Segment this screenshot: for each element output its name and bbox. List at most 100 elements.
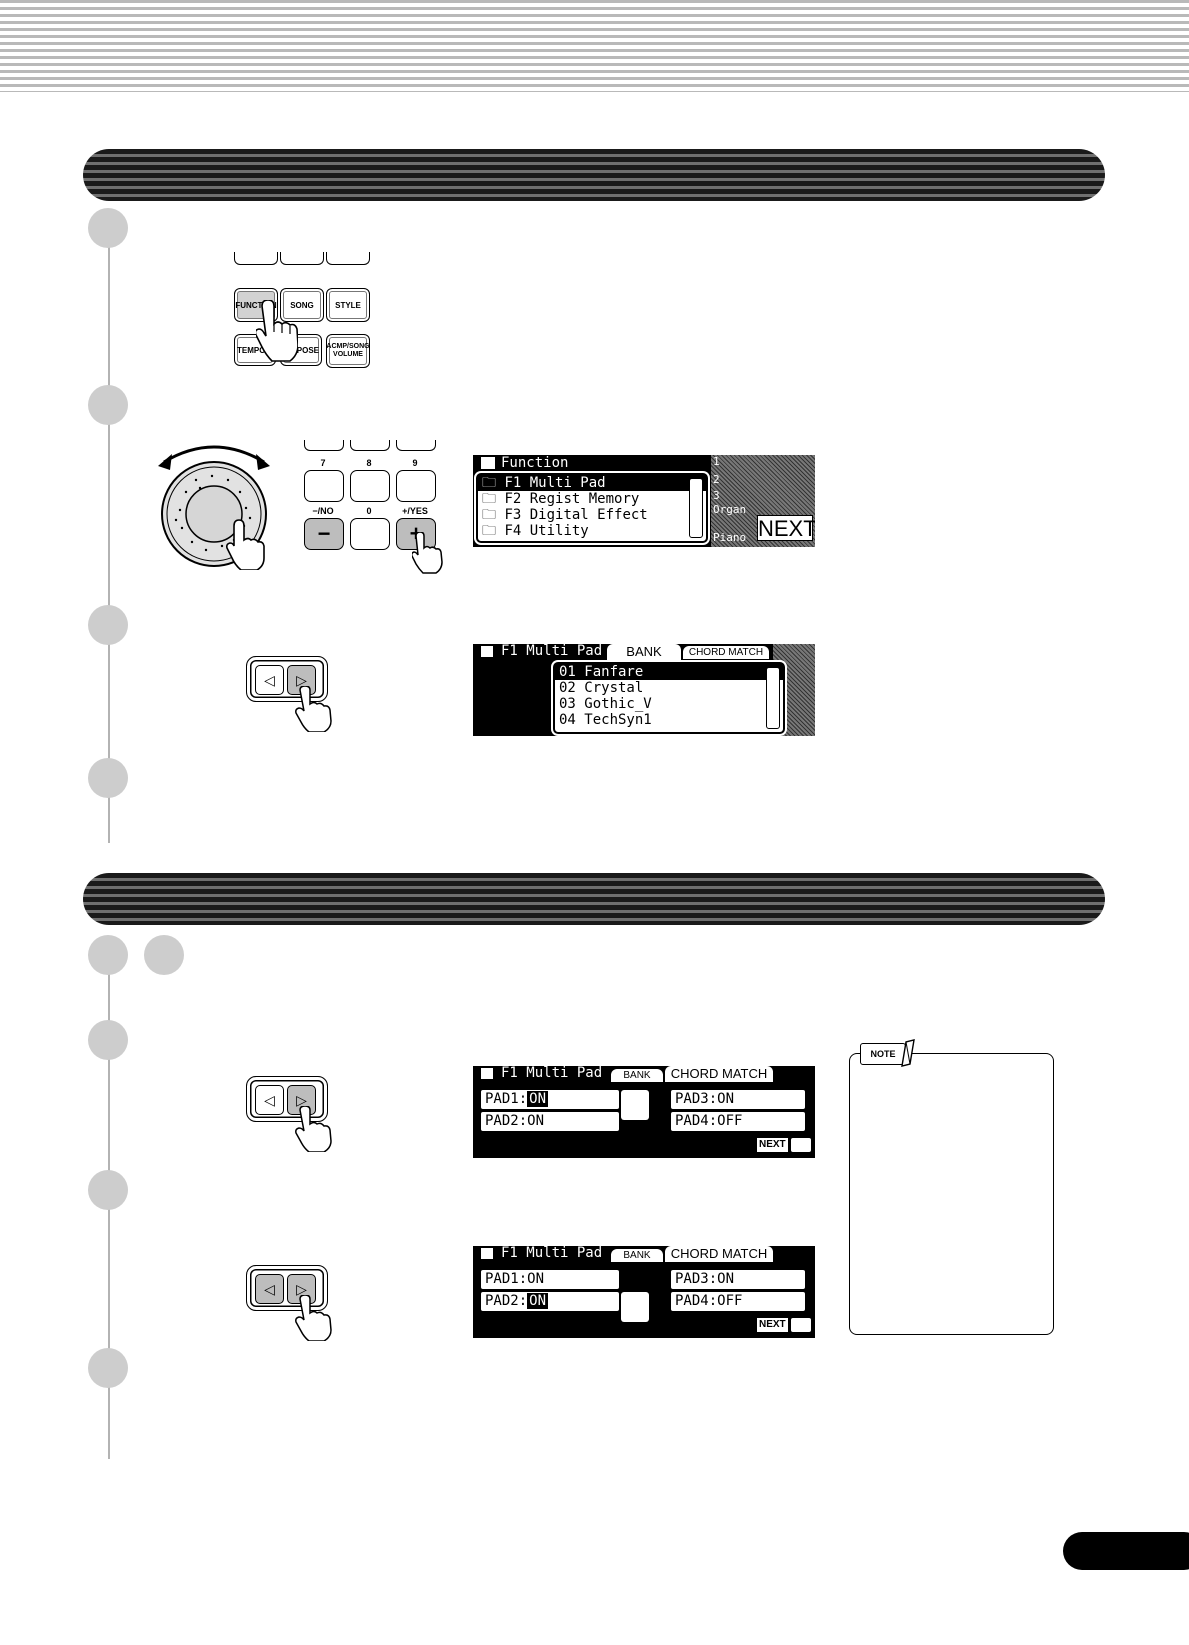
next-label[interactable]: NEXT <box>757 1318 788 1332</box>
no-minus-key[interactable]: − <box>304 518 344 550</box>
pad2-setting[interactable]: PAD2:ON <box>481 1292 619 1311</box>
panel-button-stub <box>234 252 278 265</box>
pad4-setting[interactable]: PAD4:OFF <box>671 1112 805 1131</box>
scrollbar[interactable] <box>689 478 703 538</box>
pad4-setting[interactable]: PAD4:OFF <box>671 1292 805 1311</box>
bank-list: 01 Fanfare 02 Crystal 03 Gothic_V 04 Tec… <box>553 662 785 734</box>
function-list-item[interactable]: 🗀 F1 Multi Pad <box>478 475 706 491</box>
pad-label: PAD1: <box>485 1271 528 1287</box>
right-triangle-icon: ▷ <box>296 1091 307 1108</box>
yes-key-label: +/YES <box>402 506 428 516</box>
note-label: NOTE <box>860 1043 906 1065</box>
pad-label: PAD3: <box>675 1091 718 1107</box>
step-circle-3 <box>88 1020 128 1060</box>
acmp-song-volume-button[interactable]: ACMP/SONG VOLUME <box>326 334 370 368</box>
lcd-function-title: Function <box>501 455 569 471</box>
pressing-hand-icon <box>256 300 298 362</box>
side-label: 2 <box>713 473 720 486</box>
cursor-button-group: ◁ ▷ <box>246 656 328 702</box>
function-item-label: F1 Multi Pad <box>504 475 606 491</box>
tab-chord-match[interactable]: CHORD MATCH <box>665 1066 773 1082</box>
folder-icon: 🗀 <box>482 475 496 491</box>
step-circle-1 <box>88 935 128 975</box>
pencil-icon <box>901 1039 915 1067</box>
keypad-key-stub <box>350 440 390 451</box>
step-circle-1 <box>88 208 128 248</box>
function-list-item[interactable]: 🗀 F3 Digital Effect <box>478 507 706 523</box>
lcd-side-panel: 1 2 3 Organ Piano NEXT <box>711 455 815 547</box>
bank-list-item[interactable]: 01 Fanfare <box>555 664 783 680</box>
pad2-setting[interactable]: PAD2:ON <box>481 1112 619 1131</box>
keypad-key-stub <box>304 440 344 451</box>
lcd-bank-screen: F1 Multi Pad BANK CHORD MATCH 01 Fanfare… <box>473 644 815 736</box>
scrollbar[interactable] <box>766 667 780 729</box>
pad-value: OFF <box>717 1113 743 1129</box>
key-0[interactable] <box>350 518 390 550</box>
function-list-item[interactable]: 🗀 F4 Utility <box>478 523 706 539</box>
key-9[interactable] <box>396 470 436 502</box>
pad3-setting[interactable]: PAD3:ON <box>671 1090 805 1109</box>
left-cursor-button[interactable]: ◁ <box>255 1274 284 1304</box>
side-label: Organ <box>713 503 747 516</box>
next-button[interactable]: NEXT <box>757 515 815 541</box>
panel-button-stub <box>280 252 324 265</box>
step-circle-2 <box>144 935 184 975</box>
function-list-item[interactable]: 🗀 F2 Regist Memory <box>478 491 706 507</box>
function-icon <box>481 457 495 469</box>
tab-chord-match[interactable]: CHORD MATCH <box>683 646 769 659</box>
tab-bank[interactable]: BANK <box>611 1249 663 1262</box>
lcd-chord-match-screen-1: F1 Multi Pad BANK CHORD MATCH PAD1:ON PA… <box>473 1066 815 1158</box>
function-item-label: F2 Regist Memory <box>504 491 640 507</box>
key-8[interactable] <box>350 470 390 502</box>
pad1-setting[interactable]: PAD1:ON <box>481 1090 619 1109</box>
step-guide-line-1 <box>108 228 110 843</box>
lcd-chord-match-screen-2: F1 Multi Pad BANK CHORD MATCH PAD1:ON PA… <box>473 1246 815 1338</box>
left-cursor-button[interactable]: ◁ <box>255 1085 284 1115</box>
bank-list-item[interactable]: 03 Gothic_V <box>559 696 652 712</box>
pointing-hand-icon <box>621 1090 649 1120</box>
left-triangle-icon: ◁ <box>264 671 275 688</box>
function-list: 🗀 F1 Multi Pad 🗀 F2 Regist Memory 🗀 F3 D… <box>476 473 708 543</box>
function-item-label: F3 Digital Effect <box>504 507 648 523</box>
header-stripe-band <box>0 0 1189 92</box>
folder-icon: 🗀 <box>482 491 496 507</box>
lcd-bank-title: F1 Multi Pad <box>501 644 603 659</box>
function-item-label: F4 Utility <box>504 523 589 539</box>
tab-bank[interactable]: BANK <box>611 1069 663 1082</box>
bank-list-item[interactable]: 02 Crystal <box>559 680 644 696</box>
next-arrow-icon[interactable] <box>791 1138 811 1152</box>
pressing-hand-icon <box>412 532 443 574</box>
pad-value: ON <box>527 1091 549 1107</box>
pressing-hand-icon <box>295 686 332 732</box>
numeric-keypad: 7 8 9 −/NO 0 +/YES − + <box>300 440 443 574</box>
key-7[interactable] <box>304 470 344 502</box>
data-dial[interactable] <box>156 440 274 570</box>
tab-chord-match[interactable]: CHORD MATCH <box>665 1246 773 1262</box>
panel-button-group: FUNCTION SONG STYLE TEMPO/TA NSPOSE ACMP… <box>234 252 370 368</box>
tab-bank[interactable]: BANK <box>607 644 681 660</box>
step-circle-4 <box>88 758 128 798</box>
pad-label: PAD2: <box>485 1293 528 1309</box>
folder-icon: 🗀 <box>482 507 496 523</box>
pad-value: ON <box>717 1091 735 1107</box>
pad1-setting[interactable]: PAD1:ON <box>481 1270 619 1289</box>
next-label[interactable]: NEXT <box>757 1138 788 1152</box>
pressing-hand-icon <box>295 1295 332 1341</box>
left-triangle-icon: ◁ <box>264 1280 275 1297</box>
pad-value: ON <box>527 1271 545 1287</box>
step-circle-5 <box>88 1348 128 1388</box>
pad-value: ON <box>527 1293 549 1309</box>
left-cursor-button[interactable]: ◁ <box>255 665 284 695</box>
side-label: Piano <box>713 531 747 544</box>
bank-list-item[interactable]: 04 TechSyn1 <box>559 712 652 728</box>
multi-pad-icon <box>481 1068 493 1079</box>
song-button[interactable]: SONG <box>280 288 324 322</box>
step-circle-4 <box>88 1170 128 1210</box>
style-button[interactable]: STYLE <box>326 288 370 322</box>
keypad-key-stub <box>396 440 436 451</box>
next-arrow-icon[interactable] <box>791 1318 811 1332</box>
right-triangle-icon: ▷ <box>296 671 307 688</box>
step-circle-2 <box>88 385 128 425</box>
pressing-hand-icon <box>295 1106 332 1152</box>
pad3-setting[interactable]: PAD3:ON <box>671 1270 805 1289</box>
